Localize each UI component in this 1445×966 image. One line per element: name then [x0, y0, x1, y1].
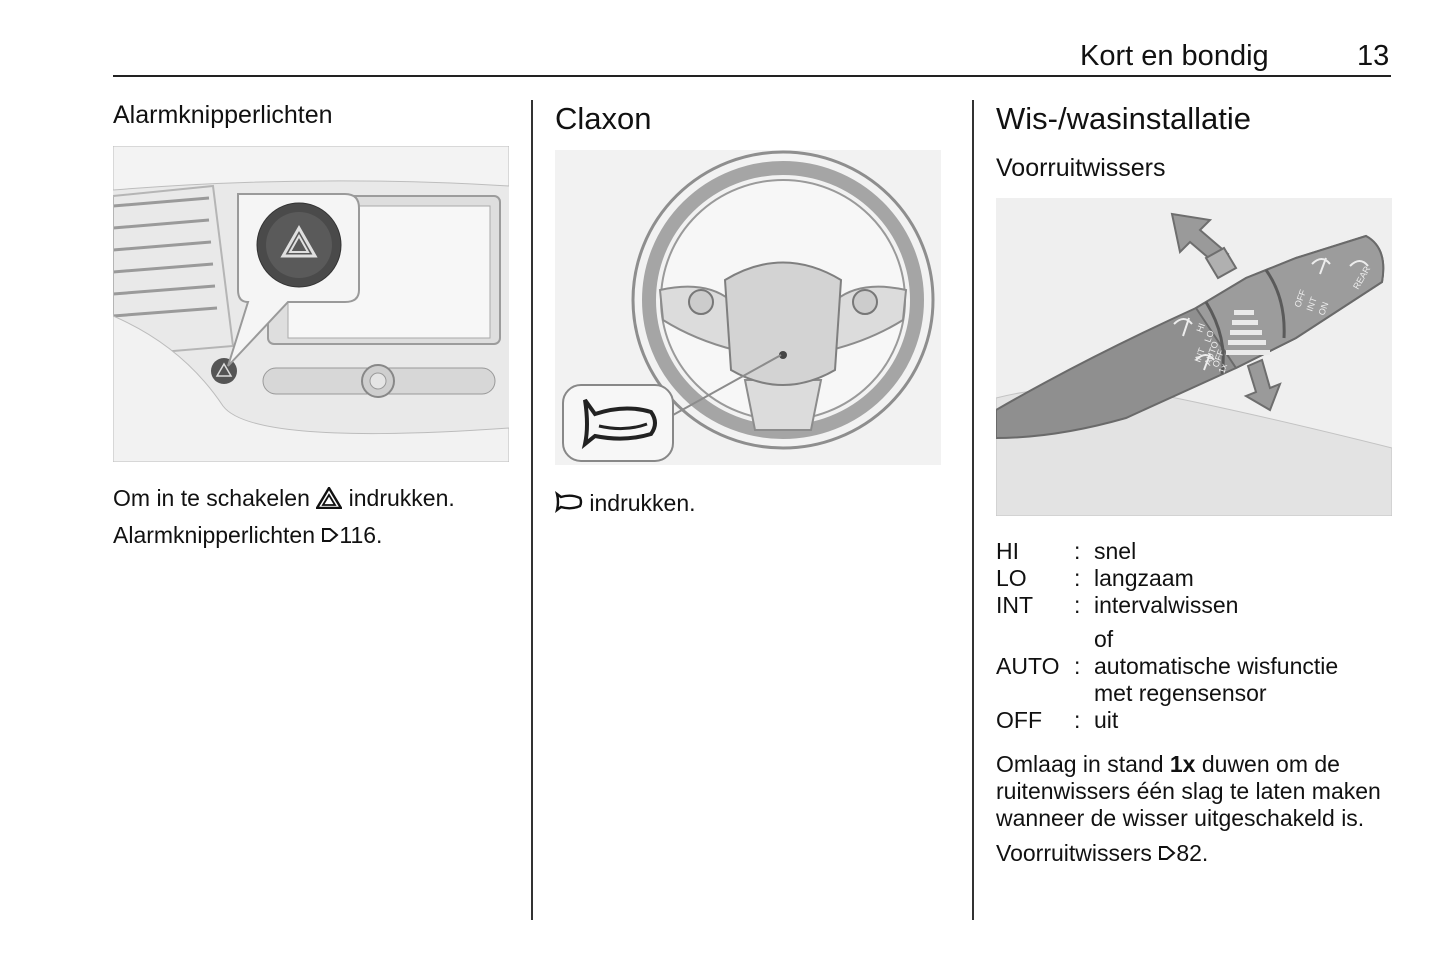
rear-label-int: INT: [1304, 295, 1319, 313]
wiper-subheading: Voorruitwissers: [996, 154, 1166, 182]
page-reference-icon: [321, 520, 339, 554]
wiper-paragraph-before: Omlaag in stand: [996, 751, 1164, 777]
wiper-reference: Voorruitwissers 82.: [996, 836, 1208, 872]
legend-row: HI: snel: [996, 538, 1338, 565]
wiper-lever-illustration: HI LO INT AUTO OFF 1x OFF INT ON REAR: [996, 198, 1392, 516]
wiper-paragraph-bold: 1x: [1169, 751, 1196, 777]
legend-value: uit: [1094, 707, 1119, 733]
hazard-instruction-before: Om in te schakelen: [113, 485, 310, 511]
legend-row: LO: langzaam: [996, 565, 1338, 592]
hazard-warning-icon: [315, 484, 344, 518]
hazard-instruction-after: indrukken.: [348, 485, 455, 511]
legend-separator: :: [1074, 707, 1081, 733]
rear-label-on: ON: [1316, 301, 1330, 317]
page-reference-icon: [1158, 838, 1176, 872]
hazard-reference-page[interactable]: 116.: [339, 522, 383, 548]
legend-value: snel: [1094, 538, 1137, 564]
legend-key: LO: [996, 565, 1027, 591]
horn-section-heading: Claxon: [555, 101, 652, 136]
legend-row: AUTO: automatische wisfunctie: [996, 653, 1338, 680]
hazard-instruction: Om in te schakelen indrukken. Alarmknipp…: [113, 481, 523, 554]
legend-key: [996, 680, 1074, 707]
hazard-section-heading: Alarmknipperlichten: [113, 101, 333, 129]
hazard-switch-illustration: [113, 146, 509, 462]
legend-key: [996, 619, 1074, 653]
page-number: 13: [1357, 40, 1390, 72]
legend-value: automatische wisfunctie: [1094, 653, 1339, 679]
legend-separator: [1074, 619, 1094, 653]
lever-label-lo: LO: [1202, 329, 1216, 344]
wiper-reference-text: Voorruitwissers: [996, 840, 1152, 866]
horn-icon: [555, 488, 583, 522]
legend-row: INT: intervalwissen: [996, 592, 1338, 619]
legend-key: OFF: [996, 707, 1042, 733]
header-title: Kort en bondig: [1080, 40, 1269, 72]
hazard-reference-text: Alarmknipperlichten: [113, 522, 315, 548]
wiper-paragraph: Omlaag in stand 1x duwen om de ruitenwis…: [996, 751, 1396, 832]
legend-row: of: [996, 619, 1338, 653]
legend-key: INT: [996, 592, 1034, 618]
header-rule: [113, 75, 1391, 77]
wiper-reference-page[interactable]: 82.: [1176, 840, 1209, 866]
legend-value: intervalwissen: [1094, 592, 1239, 618]
column-divider-2: [972, 100, 974, 920]
legend-key: AUTO: [996, 653, 1060, 679]
legend-row: met regensensor: [996, 680, 1338, 707]
legend-value: langzaam: [1094, 565, 1194, 591]
legend-value: of: [1094, 626, 1114, 652]
legend-separator: :: [1074, 565, 1081, 591]
wiper-paragraph-after: duwen om de ruitenwissers één slag te la…: [996, 751, 1381, 831]
wiper-section-heading: Wis-/wasinstallatie: [996, 101, 1251, 136]
legend-separator: :: [1074, 592, 1081, 618]
horn-instruction: indrukken.: [555, 486, 935, 522]
steering-wheel-illustration: [555, 150, 941, 465]
legend-row: OFF: uit: [996, 707, 1338, 734]
lever-label-hi: HI: [1194, 322, 1206, 334]
legend-separator: :: [1074, 538, 1081, 564]
lever-label-1x: 1x: [1216, 362, 1229, 375]
legend-separator: :: [1074, 653, 1081, 679]
legend-value: met regensensor: [1094, 680, 1267, 706]
column-divider-1: [531, 100, 533, 920]
legend-separator: [1074, 680, 1094, 707]
horn-instruction-text: indrukken.: [589, 490, 696, 516]
legend-key: HI: [996, 538, 1019, 564]
